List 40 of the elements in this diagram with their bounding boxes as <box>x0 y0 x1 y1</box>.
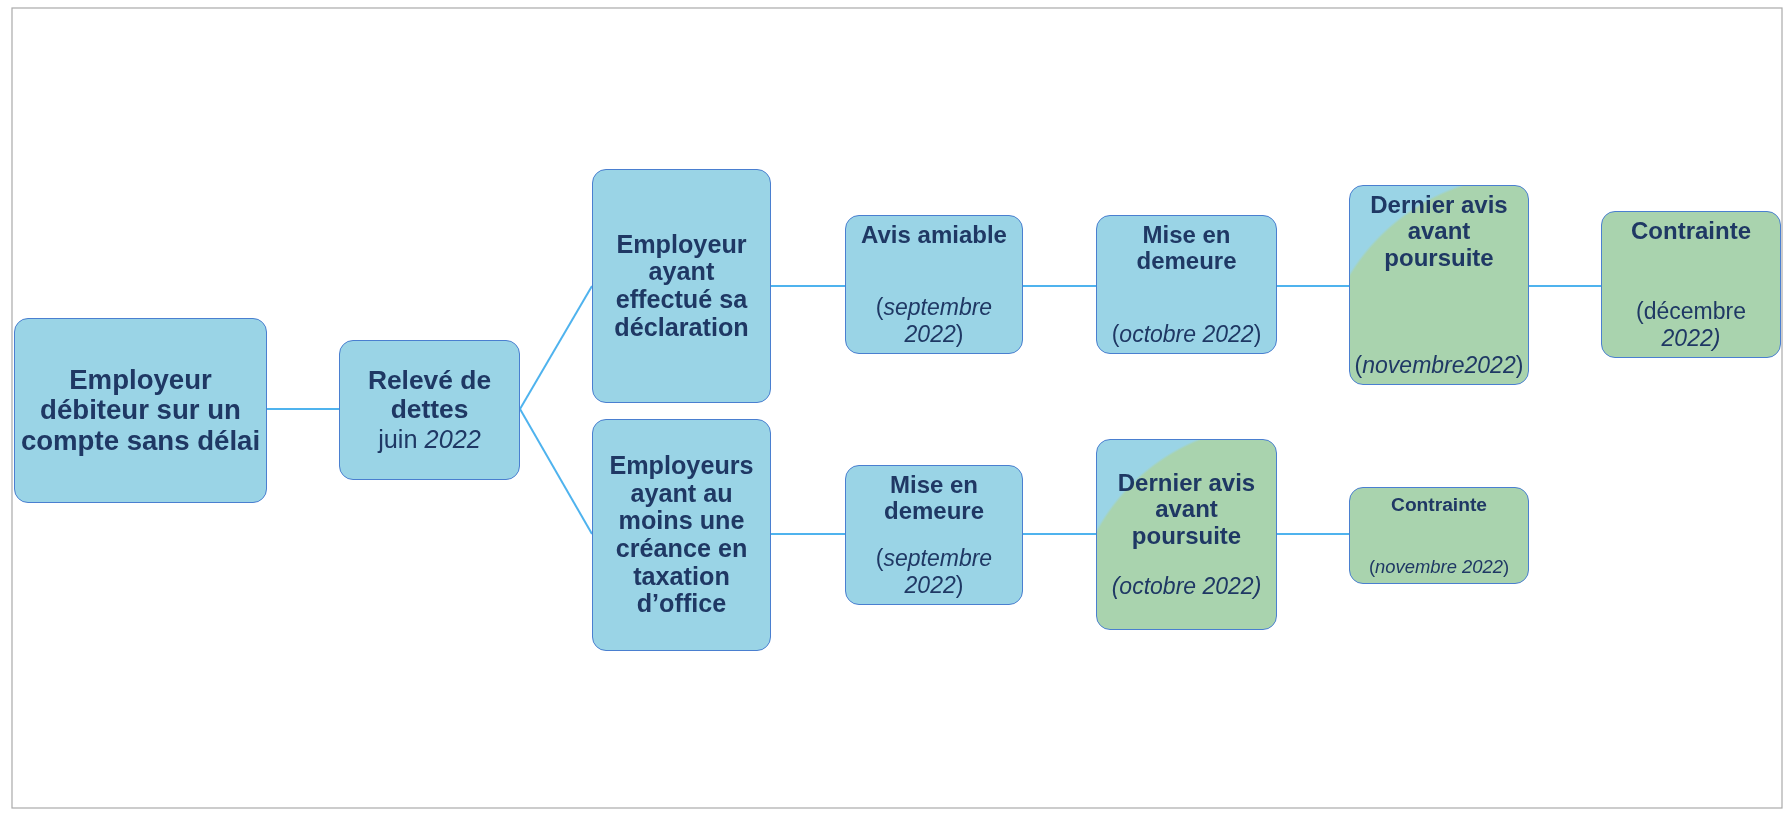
step-title: Employeur ayant effectué sa déclaration <box>613 230 750 342</box>
connector-line <box>1276 533 1350 535</box>
process-box <box>592 169 771 403</box>
step-title: Mise en demeure <box>882 472 985 525</box>
step-title: Dernier avis avant poursuite <box>1116 469 1257 549</box>
process-box <box>1349 487 1529 584</box>
process-box <box>339 340 520 480</box>
step-title: Contrainte <box>1631 218 1751 245</box>
process-box <box>14 318 267 503</box>
connector-line <box>266 408 340 410</box>
step-title: Employeurs ayant au moins une créance en taxation d’office <box>608 451 755 619</box>
process-box <box>845 215 1023 354</box>
step-date: (septembre 2022) <box>874 545 994 598</box>
process-box <box>1096 439 1277 630</box>
process-box <box>592 419 771 651</box>
step-date: (septembre 2022) <box>874 294 994 347</box>
step-date: (novembre2022) <box>1354 351 1524 378</box>
connector-line <box>1276 285 1350 287</box>
step-title: Contrainte <box>1391 494 1487 516</box>
process-box <box>1096 215 1277 354</box>
step-title: Dernier avis avant poursuite <box>1369 192 1509 272</box>
step-title: Avis amiable <box>861 222 1007 249</box>
connector-line <box>770 533 846 535</box>
step-date: (octobre 2022) <box>1111 572 1262 600</box>
step-date: (novembre 2022) <box>1368 555 1510 577</box>
step-title: Employeur débiteur sur un compte sans délai <box>19 365 262 456</box>
process-box <box>1601 211 1781 358</box>
step-title: Relevé de dettes <box>366 366 493 425</box>
step-date: (octobre 2022) <box>1111 320 1262 347</box>
step-title: Mise en demeure <box>1135 222 1238 275</box>
connector-line <box>1022 285 1097 287</box>
process-box <box>845 465 1023 605</box>
connector-line <box>1022 533 1097 535</box>
connector-line <box>770 285 846 287</box>
connector-line <box>519 408 593 535</box>
step-date: juin 2022 <box>378 424 481 454</box>
step-date: (décembre 2022) <box>1635 298 1747 351</box>
process-box <box>1349 185 1529 385</box>
connector-line <box>1528 285 1602 287</box>
connector-line <box>519 285 593 410</box>
